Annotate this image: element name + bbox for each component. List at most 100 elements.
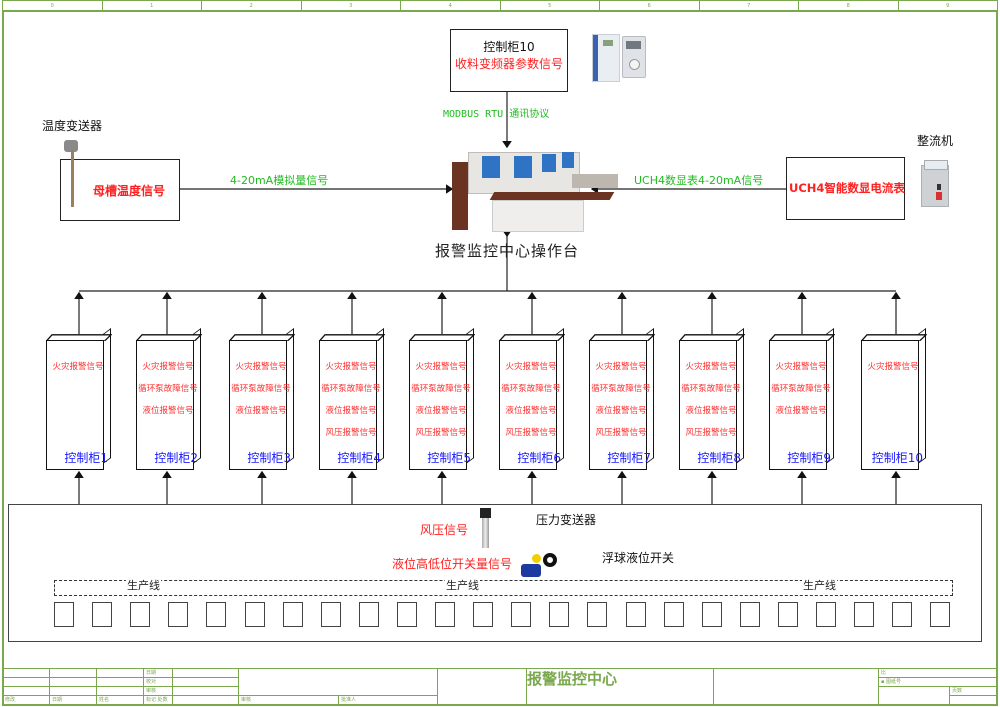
control-cabinet: 火灾报警信号循环泵故障信号液位报警信号风压报警信号控制柜4 [319,327,385,470]
temperature-probe-head [64,140,78,152]
production-station [168,602,189,627]
production-station [930,602,951,627]
control-cabinet-10-title: 控制柜10 [483,40,535,54]
modbus-label: MODBUS RTU 通讯协议 [443,109,550,120]
control-cabinet: 火灾报警信号循环泵故障信号液位报警信号控制柜3 [229,327,295,470]
ruler-col: 9 [946,3,950,9]
rectifier-link-label: UCH4数显表4-20mA信号 [634,174,764,187]
production-line-area [54,580,953,596]
vfd-drive-image [592,34,620,82]
cabinet-signal: 循环泵故障信号 [771,384,831,394]
production-station [892,602,913,627]
cabinet-top [136,334,202,341]
temperature-signal-box: 母槽温度信号 [60,159,180,221]
production-station [777,602,798,627]
cabinet-signal: 火灾报警信号 [775,362,827,372]
temperature-transmitter-label: 温度变送器 [42,119,103,133]
cabinet-signal: 风压报警信号 [595,428,647,438]
cabinet-signal: 循环泵故障信号 [411,384,471,394]
control-cabinet-10-signal: 收料变频器参数信号 [454,57,563,71]
production-station [282,602,303,627]
level-switch-signal: 液位高低位开关量信号 [392,557,513,571]
cabinet-signal: 火灾报警信号 [235,362,287,372]
cabinet-signal: 循环泵故障信号 [591,384,651,394]
cabinet-top [589,334,655,341]
cabinet-signal: 液位报警信号 [775,406,827,416]
cabinet-front [499,340,557,470]
tb-cell [172,695,239,705]
control-cabinet: 火灾报警信号循环泵故障信号液位报警信号控制柜9 [769,327,835,470]
ruler-col: 0 [3,1,103,10]
cabinet-front [769,340,827,470]
cabinet-top [409,334,475,341]
cabinet-signal: 风压报警信号 [685,428,737,438]
cabinet-side [826,327,834,464]
production-station [130,602,151,627]
cabinet-top [46,334,112,341]
production-station [663,602,684,627]
frame-left [2,12,4,705]
ruler-col: 5 [501,1,600,10]
cabinet-side [646,327,654,464]
temperature-link-label: 4-20mA模拟量信号 [230,174,329,187]
production-line-label-3: 生产线 [802,577,837,593]
production-station [358,602,379,627]
cabinet-front [46,340,104,470]
tb-bottom-label: 日期 [49,695,97,705]
production-station [739,602,760,627]
production-station [244,602,265,627]
production-station [625,602,646,627]
cabinet-signal: 风压报警信号 [325,428,377,438]
frame-right [996,12,998,705]
cabinet-signal: 液位报警信号 [235,406,287,416]
cabinet-signal: 风压报警信号 [415,428,467,438]
production-line-label-1: 生产线 [126,577,161,593]
cabinet-side [193,327,201,464]
cabinet-name: 控制柜5 [427,451,471,465]
cabinet-signal: 液位报警信号 [142,406,194,416]
ruler-col: 7 [700,1,799,10]
cabinet-signal: 液位报警信号 [415,406,467,416]
frame-bottom [2,704,998,706]
production-line-label-2: 生产线 [445,577,480,593]
cabinet-side [376,327,384,464]
production-station [396,602,417,627]
production-station [54,602,74,627]
rectifier-image [921,160,949,207]
cabinet-side [918,327,926,464]
cabinet-top [861,334,927,341]
cabinet-signal: 循环泵故障信号 [681,384,741,394]
cabinet-signal: 液位报警信号 [685,406,737,416]
cabinet-top [319,334,385,341]
cabinet-top [499,334,565,341]
production-station [549,602,570,627]
control-cabinet-10-top-box: 控制柜10 收料变频器参数信号 [450,29,568,92]
temperature-probe-stem [71,150,74,207]
cabinet-signal: 火灾报警信号 [595,362,647,372]
control-cabinet: 火灾报警信号控制柜10 [861,327,927,470]
console-label: 报警监控中心操作台 [435,242,580,260]
tb-cell [713,668,879,705]
cabinet-side [286,327,294,464]
wind-pressure-signal: 风压信号 [420,523,469,537]
ruler-col: 8 [799,1,899,10]
control-cabinet: 火灾报警信号控制柜1 [46,327,112,470]
tb-bottom-label: 标记 处数 [143,695,173,705]
cabinet-name: 控制柜2 [154,451,198,465]
production-station [206,602,227,627]
drawing-title: 报警监控中心 [526,668,714,705]
cabinet-front [136,340,194,470]
production-station [473,602,494,627]
cabinet-signal: 火灾报警信号 [505,362,557,372]
production-station [92,602,113,627]
cabinet-signal: 循环泵故障信号 [231,384,291,394]
cabinet-name: 控制柜10 [871,451,923,465]
cabinet-signal: 火灾报警信号 [142,362,194,372]
current-meter-signal: UCH4智能数显电流表 [789,181,905,195]
cabinet-top [679,334,745,341]
temperature-signal: 母槽温度信号 [93,184,166,198]
cabinet-side [103,327,111,464]
cabinet-side [466,327,474,464]
cabinet-side [556,327,564,464]
